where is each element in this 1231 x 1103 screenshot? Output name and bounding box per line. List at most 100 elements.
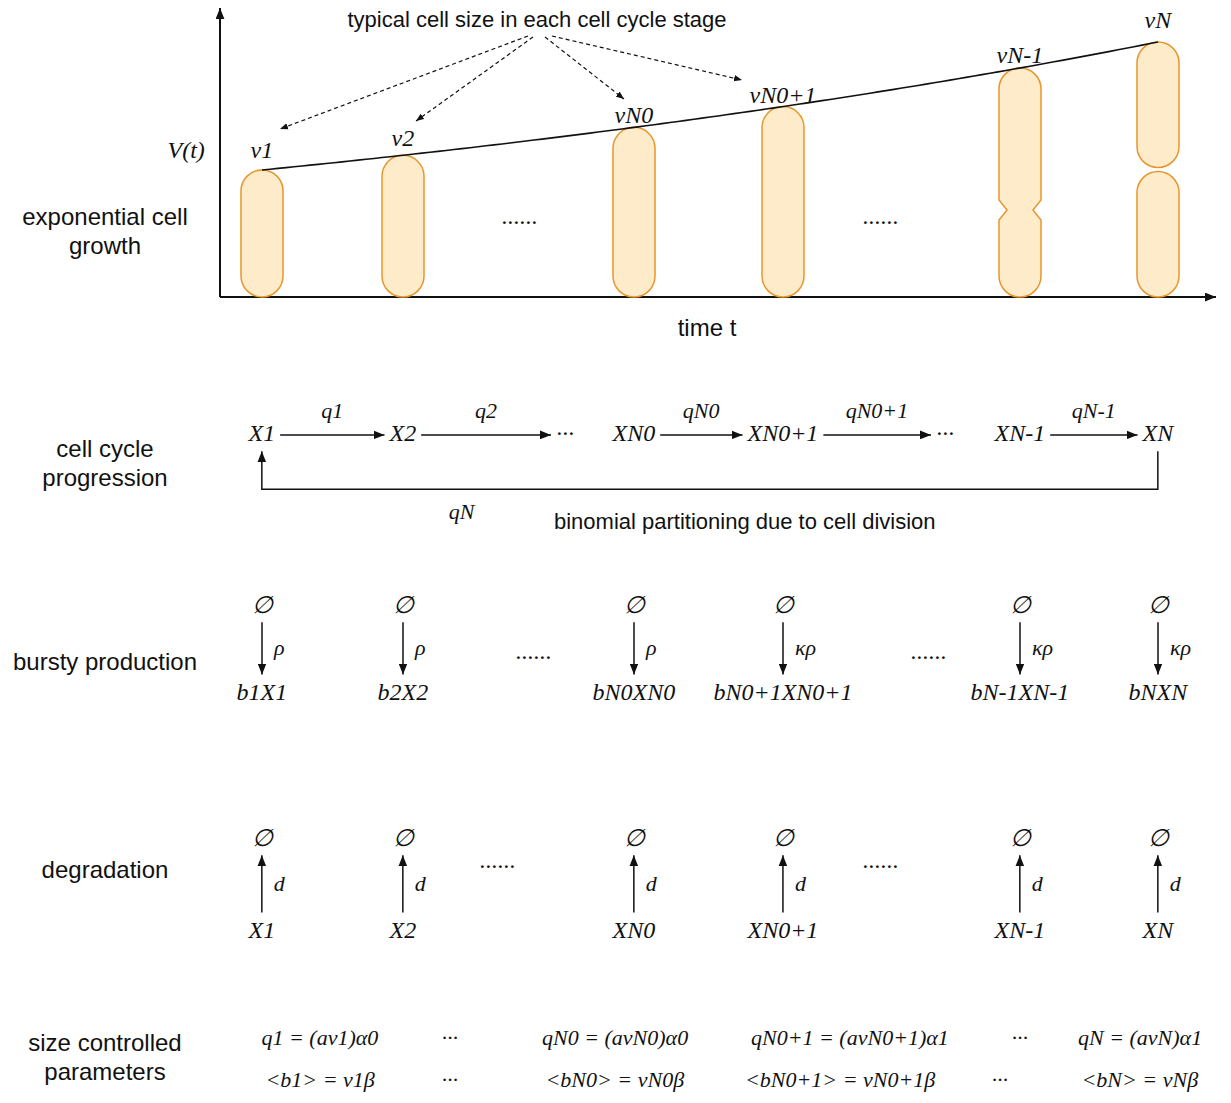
species-node: XN0+1 [748,916,819,945]
rate-label: qN0+1 [844,398,911,424]
node-text: ∅ [393,591,414,620]
annotation: ······ [910,643,946,672]
species-node: X2 [390,419,417,448]
leader-line [416,37,533,121]
empty-set: ∅ [1010,824,1031,853]
species-node: X2 [390,916,417,945]
annotation: v1 [251,136,274,165]
empty-set: ∅ [1010,591,1031,620]
node-text: ∅ [1010,591,1031,620]
annotation: typical cell size in each cell cycle sta… [348,7,727,33]
reaction-arrow [1157,622,1159,674]
species-node: bN0+1XN0+1 [714,678,853,707]
node-text: bN-1XN-1 [971,678,1070,707]
node-text: XN [1143,916,1174,945]
empty-set: ∅ [1148,591,1169,620]
rate-label: d [272,871,287,897]
node-text: ∅ [773,591,794,620]
reaction-arrow [1050,434,1137,436]
node-text: XN-1 [995,916,1046,945]
node-text: XN [1143,419,1174,448]
leader-line [545,37,624,99]
cell [382,155,424,297]
node-text: ∅ [1148,591,1169,620]
rate-label: q1 [319,398,345,424]
annotation: vN [1145,6,1172,35]
rate-label: ρ [644,635,659,661]
leader-line [280,36,528,129]
cell [762,107,804,297]
node-text: ∅ [393,824,414,853]
annotation: ······ [501,208,537,237]
rate-label: q2 [473,398,499,424]
equation: qN = (avN)α1 [1078,1025,1202,1051]
rate-label: qN0 [681,398,722,424]
annotation: vN0 [615,101,654,130]
empty-set: ∅ [393,591,414,620]
empty-set: ∅ [252,824,273,853]
reaction-arrow [262,451,1158,489]
rate-label: d [793,871,808,897]
species-node: X1 [249,419,276,448]
node-text: ∅ [252,824,273,853]
reaction-arrow [782,855,784,912]
row-label: bursty production [5,648,205,677]
rate-label: κρ [1168,635,1193,661]
species-node: XN-1 [995,419,1046,448]
rate-label: qN-1 [1070,398,1118,424]
node-text: b1X1 [237,678,288,707]
equation: <b1> = v1β [266,1067,375,1093]
species-node: XN0+1 [748,419,819,448]
annotation: ······ [862,852,898,881]
reaction-arrow [280,434,384,436]
equation: ··· [1012,1025,1029,1051]
species-node: bN0XN0 [593,678,676,707]
node-text: ∅ [252,591,273,620]
equation: qN0+1 = (avN0+1)α1 [751,1025,949,1051]
reaction-arrow [633,855,635,912]
empty-set: ∅ [773,824,794,853]
empty-set: ∅ [393,824,414,853]
node-text: XN0+1 [748,916,819,945]
reaction-arrow [261,855,263,912]
node-text: ··· [556,419,574,448]
equation: ··· [442,1025,459,1051]
cell [613,127,655,297]
species-node: X1 [249,916,276,945]
equation: <bN0+1> = vN0+1β [745,1067,935,1093]
row-label: cell cycle progression [5,435,205,493]
node-text: XN-1 [995,419,1046,448]
reaction-arrow [660,434,742,436]
row-label: degradation [5,856,205,885]
annotation: V(t) [168,136,205,165]
node-text: bN0+1XN0+1 [714,678,853,707]
annotation: vN-1 [997,41,1044,70]
reaction-arrow [782,622,784,674]
node-text: ∅ [624,591,645,620]
species-node: XN0 [613,419,656,448]
species-node: ··· [556,419,574,448]
node-text: bNXN [1129,678,1188,707]
rate-label: qN [447,499,477,525]
annotation: ······ [862,208,898,237]
species-node: bN-1XN-1 [971,678,1070,707]
leader-line [552,36,742,80]
equation: <bN0> = vN0β [546,1067,685,1093]
node-text: ∅ [1148,824,1169,853]
annotation: vN0+1 [750,81,817,110]
rate-label: d [1030,871,1045,897]
dividing-cell [999,68,1041,297]
species-node: XN [1143,916,1174,945]
node-text: ∅ [1010,824,1031,853]
rate-label: ρ [272,635,287,661]
cell [241,170,283,297]
reaction-arrow [421,434,551,436]
node-text: XN0 [613,419,656,448]
y-axis [219,8,221,297]
node-text: ∅ [773,824,794,853]
species-node: b1X1 [237,678,288,707]
row-label: exponential cell growth [5,203,205,261]
node-text: b2X2 [378,678,429,707]
reaction-arrow [402,622,404,674]
